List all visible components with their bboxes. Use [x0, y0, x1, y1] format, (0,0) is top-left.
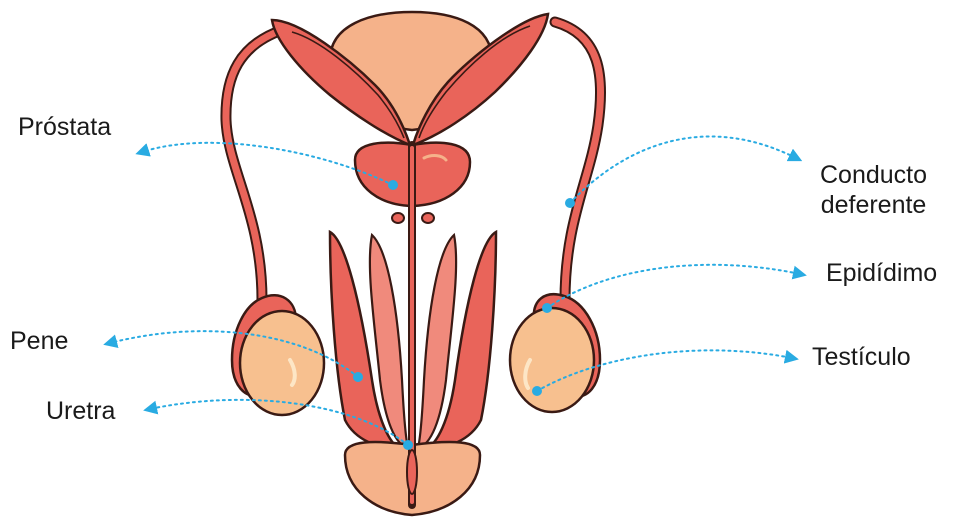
label-testiculo: Testículo	[812, 342, 911, 372]
dot-prostata	[388, 180, 398, 190]
label-epididimo: Epidídimo	[826, 258, 937, 288]
bulbourethral-gland-left	[392, 213, 404, 223]
label-prostata: Próstata	[18, 112, 111, 142]
label-pene: Pene	[10, 326, 68, 356]
dot-uretra	[403, 440, 413, 450]
label-conducto-line1: Conducto	[820, 160, 927, 190]
dot-epididimo	[542, 303, 552, 313]
dot-pene	[353, 372, 363, 382]
dot-testiculo	[532, 386, 542, 396]
bulbourethral-gland-right	[422, 213, 434, 223]
vas-deferens-right-fill	[555, 22, 601, 300]
urethra-bulb	[407, 450, 417, 494]
label-uretra: Uretra	[46, 396, 115, 426]
leader-conducto	[570, 136, 796, 203]
label-conducto-deferente: Conducto deferente	[820, 160, 927, 220]
leader-epididimo	[547, 265, 800, 308]
dot-conducto	[565, 198, 575, 208]
testis-right	[510, 308, 594, 412]
label-conducto-line2: deferente	[820, 190, 927, 220]
